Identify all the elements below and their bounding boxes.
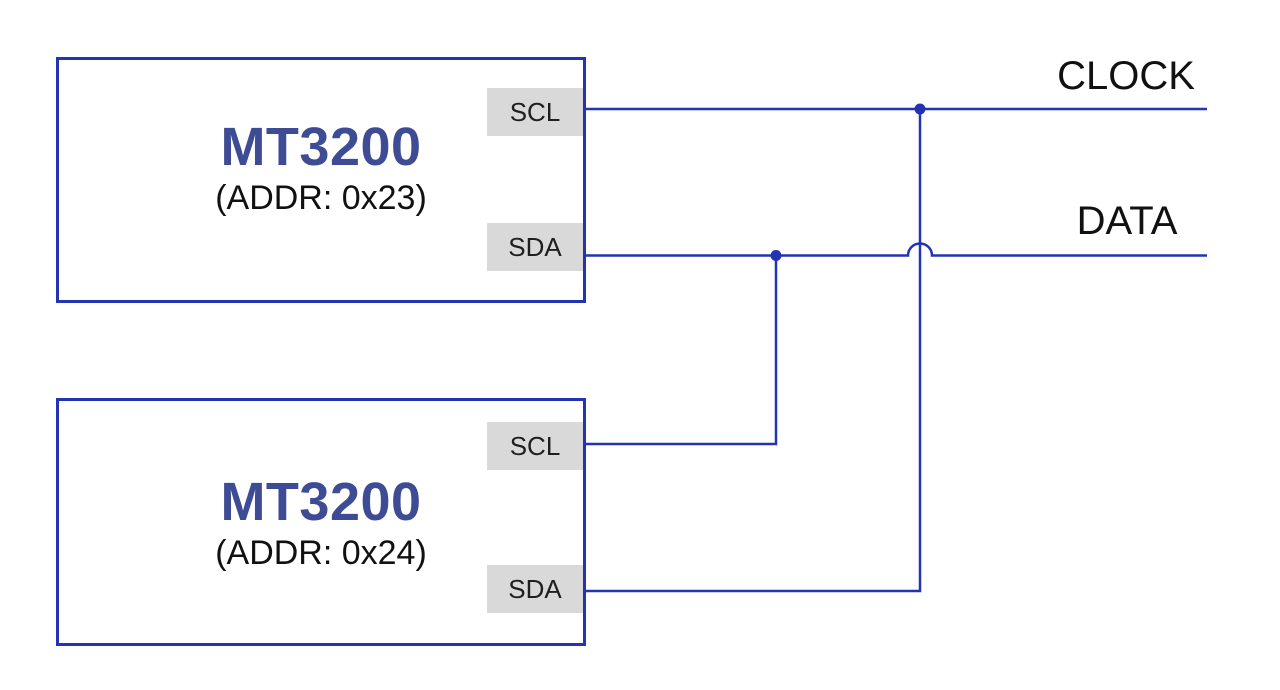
device-1-text: MT3200 (ADDR: 0x23) [215, 117, 427, 217]
device-box-2: MT3200 (ADDR: 0x24) SCL SDA [56, 398, 586, 646]
device2-scl-to-data-wire [586, 255, 778, 446]
device2-sda-to-clock-wire [586, 109, 922, 593]
clock-junction-dot [914, 103, 926, 115]
device-1-name: MT3200 [220, 117, 422, 178]
data-bus-wire [586, 242, 1207, 257]
device-box-1: MT3200 (ADDR: 0x23) SCL SDA [56, 57, 586, 303]
device-1-address: (ADDR: 0x23) [215, 178, 427, 217]
device-2-pin-sda: SDA [487, 565, 583, 613]
device-1-pin-sda: SDA [487, 223, 583, 271]
data-bus-label: DATA [1076, 199, 1178, 243]
device-2-pin-scl: SCL [487, 422, 583, 470]
device-2-address: (ADDR: 0x24) [215, 533, 427, 572]
device-2-text: MT3200 (ADDR: 0x24) [215, 472, 427, 572]
data-junction-dot [770, 250, 782, 261]
device-2-name: MT3200 [220, 472, 422, 533]
clock-bus-label: CLOCK [1057, 54, 1195, 98]
device-1-pin-scl: SCL [487, 88, 583, 136]
